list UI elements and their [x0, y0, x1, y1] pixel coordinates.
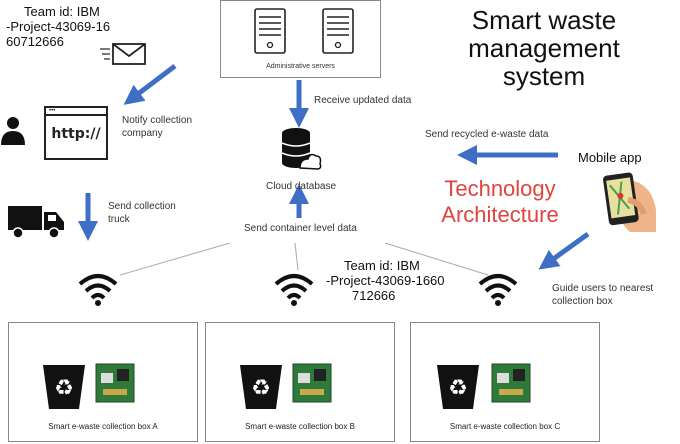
- notify-label-line-2: company: [122, 128, 163, 139]
- box-label: Smart e-waste collection box A: [48, 422, 158, 431]
- truck-label-line-2: truck: [108, 214, 130, 225]
- server-icon: [254, 8, 286, 54]
- wifi-icon: [78, 274, 118, 306]
- svg-text:♻: ♻: [251, 376, 271, 401]
- wifi-icon: [478, 274, 518, 306]
- notify-label: Notify collection company: [122, 114, 192, 140]
- title-line-2: management: [468, 33, 620, 63]
- team-id-top: Team id: IBM -Project-43069-16 60712666: [6, 4, 136, 49]
- arrow-guide-users: [538, 231, 590, 270]
- guide-label-line-1: Guide users to nearest: [552, 283, 654, 294]
- guide-label-line-2: collection box: [552, 296, 613, 307]
- team-id-top-line-1: Team id: IBM: [24, 4, 100, 19]
- administrative-servers-box: Administrative servers: [220, 0, 381, 78]
- team-id-mid-line-1: Team id: IBM: [344, 258, 420, 273]
- recycle-bin-icon: ♻: [240, 365, 282, 409]
- subtitle-line-1: Technology: [444, 176, 556, 201]
- team-id-mid-line-2: -Project-43069-1660: [326, 273, 445, 288]
- wifi-icon: [274, 274, 314, 306]
- url-text: http://: [51, 126, 101, 142]
- team-id-top-line-2: -Project-43069-16: [6, 19, 111, 34]
- recycle-bin-icon: ♻: [43, 365, 85, 409]
- envelope-icon: [100, 43, 146, 65]
- receive-label: Receive updated data: [314, 95, 412, 106]
- circuit-board-icon: [292, 363, 332, 403]
- svg-text:♻: ♻: [448, 376, 468, 401]
- team-id-top-line-3: 60712666: [6, 34, 64, 49]
- circuit-board-icon: [95, 363, 135, 403]
- truck-label-line-1: Send collection: [108, 201, 176, 212]
- browser-window-icon: ••• http://: [44, 106, 108, 160]
- collection-box-a: ♻ Smart e-waste collection box A: [8, 322, 198, 442]
- truck-label: Send collection truck: [108, 200, 176, 226]
- page-title: Smart waste management system: [444, 6, 644, 90]
- box-label: Smart e-waste collection box B: [245, 422, 355, 431]
- box-label: Smart e-waste collection box C: [449, 422, 561, 431]
- collection-box-c: ♻ Smart e-waste collection box C: [410, 322, 600, 442]
- line-to-wifi-b: [294, 242, 299, 271]
- title-line-3: system: [502, 61, 586, 91]
- container-label: Send container level data: [244, 223, 357, 234]
- arrow-to-notify: [123, 64, 177, 105]
- truck-icon: [8, 206, 64, 239]
- title-line-1: Smart waste: [471, 5, 617, 35]
- mobile-phone-icon: [603, 172, 656, 232]
- guide-label: Guide users to nearest collection box: [552, 282, 653, 308]
- subtitle-line-2: Architecture: [441, 202, 559, 227]
- svg-text:♻: ♻: [54, 376, 74, 401]
- collection-box-b: ♻ Smart e-waste collection box B: [205, 322, 395, 442]
- technology-architecture-heading: Technology Architecture: [410, 176, 590, 228]
- servers-label: Administrative servers: [266, 63, 335, 70]
- database-icon: [281, 128, 322, 170]
- server-icon: [322, 8, 354, 54]
- mobile-label: Mobile app: [578, 150, 642, 165]
- line-to-wifi-c: [384, 242, 489, 276]
- person-icon: [1, 117, 25, 145]
- cloud-label: Cloud database: [265, 181, 337, 192]
- line-to-wifi-a: [119, 242, 231, 276]
- notify-label-line-1: Notify collection: [122, 115, 193, 126]
- team-id-mid-line-3: 712666: [352, 288, 396, 303]
- team-id-mid: Team id: IBM -Project-43069-1660 712666: [326, 258, 466, 303]
- circuit-board-icon: [491, 363, 531, 403]
- recycle-bin-icon: ♻: [437, 365, 479, 409]
- recycled-label: Send recycled e-waste data: [425, 129, 549, 140]
